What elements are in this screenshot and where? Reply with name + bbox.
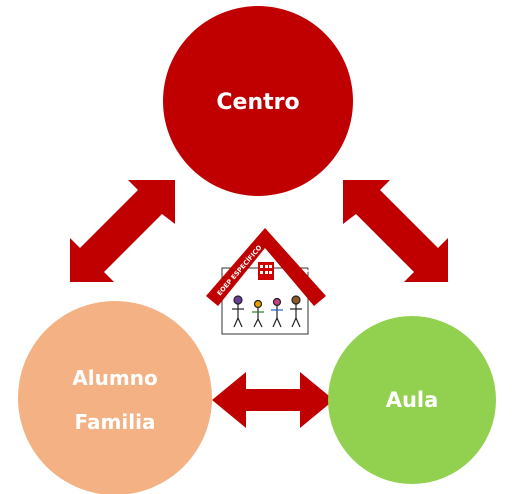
logo-child-3 <box>271 297 283 328</box>
logo-child-4 <box>290 295 302 328</box>
arrow-alumno-aula <box>212 372 334 428</box>
node-alumno-label: Alumno <box>72 366 157 390</box>
logo-roof <box>206 228 326 306</box>
logo-crest <box>258 262 274 280</box>
school-logo: EOEP ESPECÍFICO DEA, TDL Y TDAH <box>206 228 326 335</box>
logo-child-1 <box>232 295 244 328</box>
node-aula-label: Aula <box>386 388 439 412</box>
arrow-centro-alumno-shape <box>70 180 175 282</box>
node-aula-circle <box>328 316 496 484</box>
arrow-centro-alumno <box>70 180 175 282</box>
node-centro-label: Centro <box>216 90 299 115</box>
node-centro-circle <box>163 6 353 196</box>
node-alumno-familia: Alumno Familia <box>18 301 212 494</box>
logo-child-2 <box>252 299 264 328</box>
node-aula: Aula <box>328 316 496 484</box>
arrow-centro-aula <box>343 180 448 282</box>
arrow-centro-aula-shape <box>343 180 448 282</box>
node-alumno-familia-circle <box>18 301 212 494</box>
node-familia-label: Familia <box>75 410 156 434</box>
node-centro: Centro <box>163 6 353 196</box>
arrow-alumno-aula-shape <box>212 372 334 428</box>
